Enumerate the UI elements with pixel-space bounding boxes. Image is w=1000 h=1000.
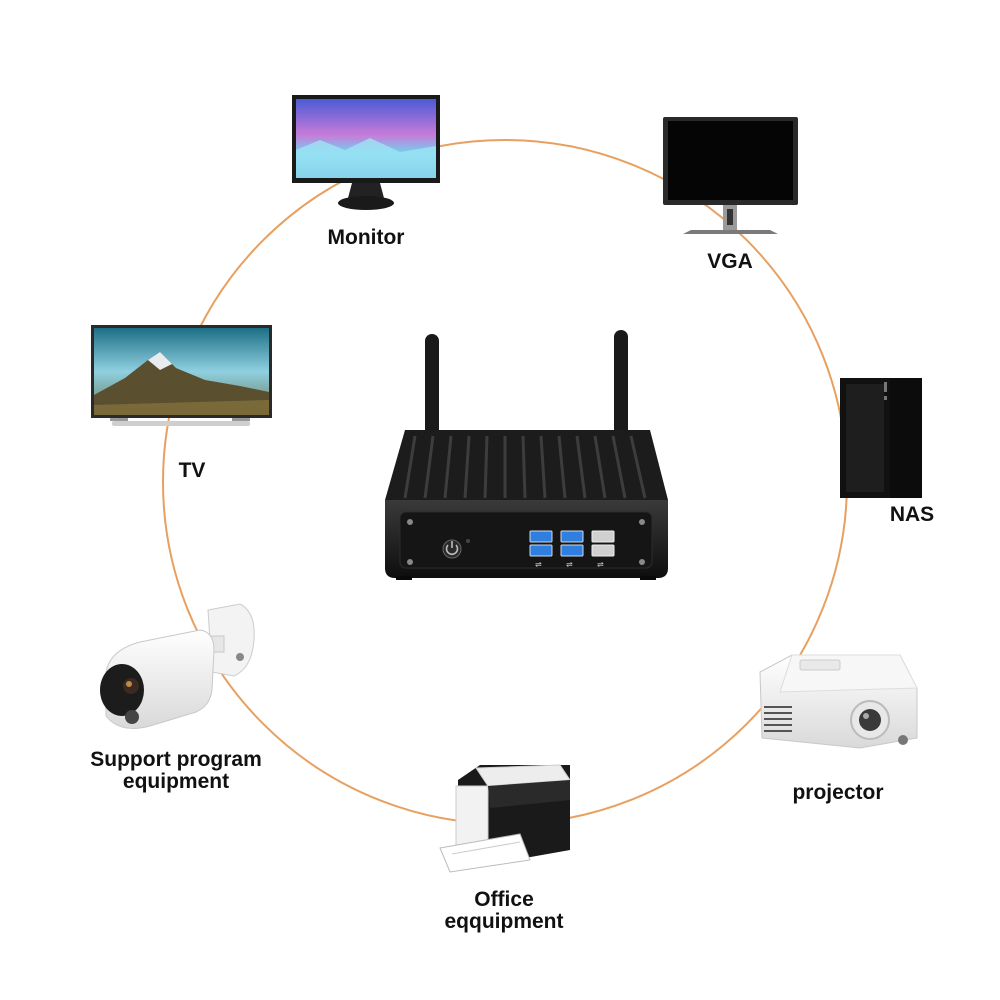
label-projector: projector [792,781,884,804]
usb3-ports [529,530,584,557]
svg-text:⇌: ⇌ [597,560,604,569]
svg-text:⇌: ⇌ [535,560,542,569]
label-vga: VGA [707,250,753,273]
usb2-ports [591,530,615,557]
power-button-icon [442,539,462,559]
projector-icon [759,654,918,749]
nas-tower-icon [840,378,922,498]
label-support-program-equipment: Support program equipment [90,748,262,793]
antenna-right [614,330,628,452]
antenna-left [425,334,439,452]
monitor-icon [292,95,440,210]
security-camera-icon [100,603,255,729]
tv-icon [91,325,272,426]
label-monitor: Monitor [327,226,405,249]
label-office-equipment: Office eqquipment [444,888,564,933]
printer-icon [439,764,571,873]
label-tv: TV [178,459,206,482]
mini-pc-hub: ⇌ ⇌ ⇌ [385,330,668,580]
label-nas: NAS [889,503,935,526]
svg-text:⇌: ⇌ [566,560,573,569]
vga-display-icon [663,117,798,234]
